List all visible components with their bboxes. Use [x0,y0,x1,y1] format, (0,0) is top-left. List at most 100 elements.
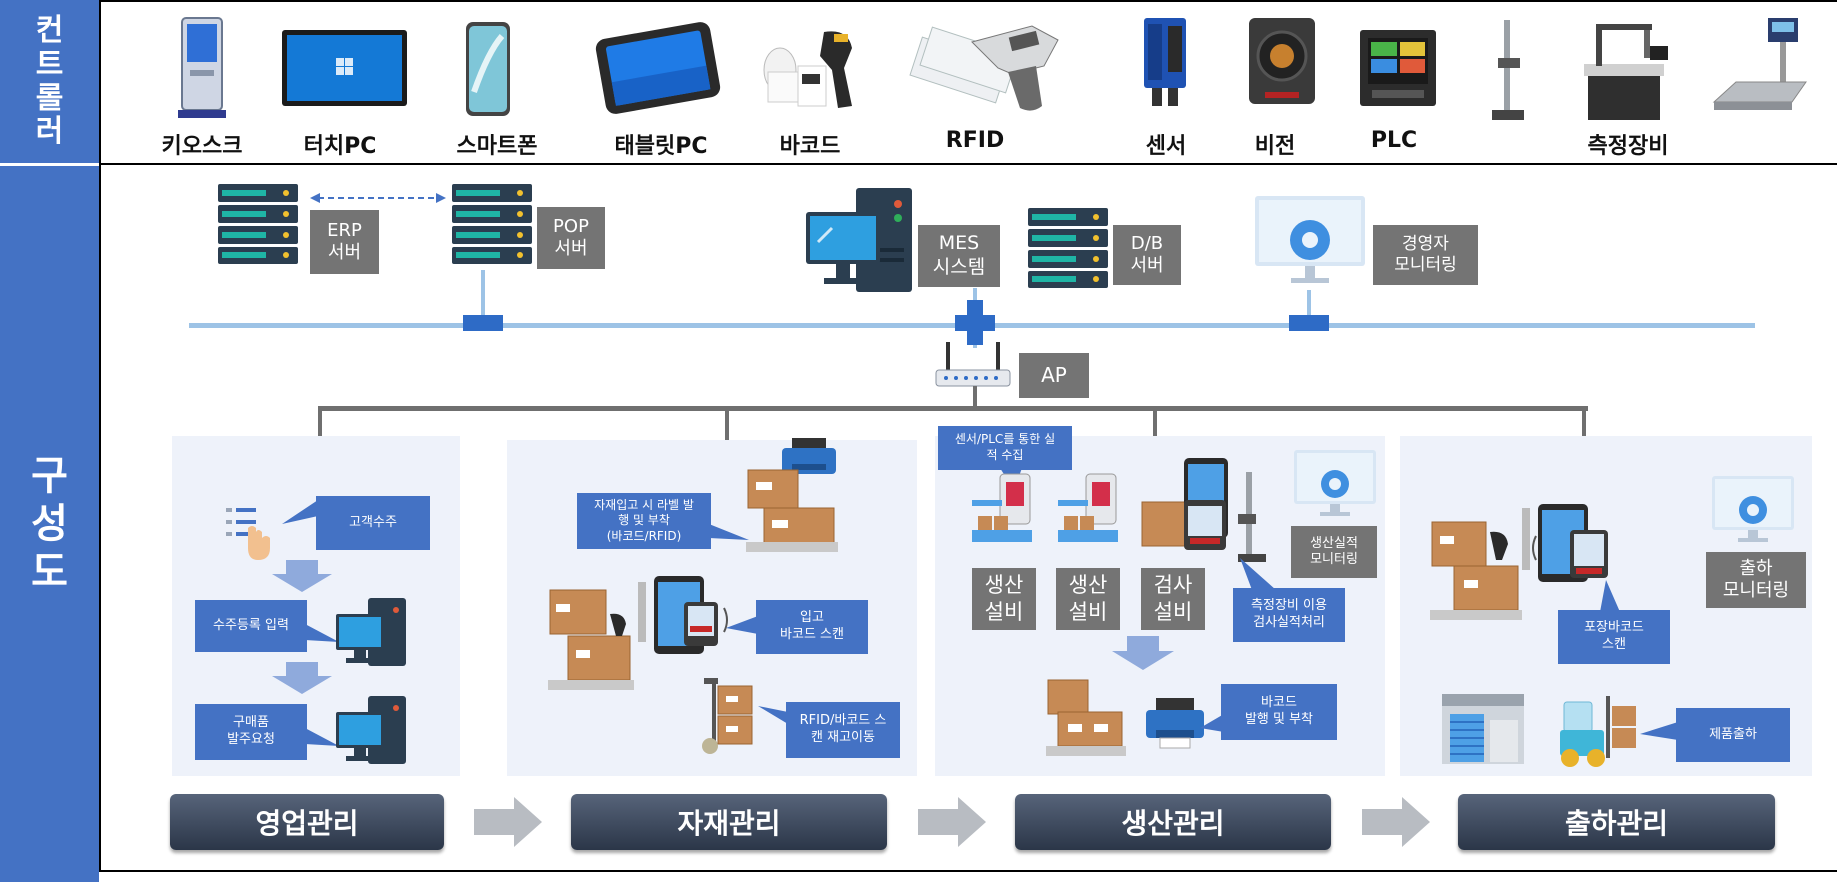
barcode-issue-callout: 바코드 발행 및 부착 [1221,684,1337,740]
callout-tail-product-ship [1640,722,1678,740]
frame-bottom [99,870,1837,872]
order-entry-callout: 수주등록 입력 [195,600,307,652]
shipping-monitor-icon [1712,476,1794,542]
inspect-process-callout: 측정장비 이용 검사실적처리 [1233,588,1345,642]
touch-order-icon [226,508,270,560]
rfid-reader-icon [909,25,1059,111]
barcode-printer-icon [1146,698,1204,749]
plc-icon [1360,30,1436,106]
callout-tail-order-entry [305,624,339,642]
erp-pop-link-arrow [310,193,446,203]
ceo-drop-line [1307,290,1311,325]
label-printer-pallet-icon [746,438,838,552]
tablet-scanner-icon [638,576,728,654]
callout-tail-customer-order [282,500,318,524]
vision-camera-icon [1249,18,1315,104]
kiosk-icon [178,17,226,118]
packing-tablet-scanner-icon [1532,504,1608,582]
stage-sales: 영업관리 [170,794,444,850]
erp-server-label: ERP 서버 [310,210,379,274]
callout-tail-inspect-process [1240,558,1276,590]
mes-computer-icon [806,188,912,292]
pop-server-icon [452,184,532,264]
stage-production: 생산관리 [1015,794,1331,850]
device-label-smartphone: 스마트폰 [456,134,538,159]
ap-label: AP [1019,353,1089,398]
db-server-label: D/B 서버 [1113,225,1181,285]
sidebar-architecture: 구성도 [0,166,99,882]
frame-top [99,0,1837,2]
device-label-vision: 비전 [1254,134,1296,159]
ap-drop-line [973,386,977,408]
distribution-bus [318,406,1588,411]
ap-router-icon [935,342,1011,387]
frame-divider [99,163,1837,165]
device-label-sensor: 센서 [1145,134,1187,159]
inspection-equipment-label: 검사 설비 [1141,568,1205,630]
callout-tail-stock-move [758,706,788,724]
callout-tail-pack-scan [1600,580,1620,612]
production-down-arrow [1112,636,1174,670]
product-ship-callout: 제품출하 [1676,708,1790,762]
pop-server-label: POP 서버 [537,207,605,269]
order-entry-computer-icon [336,598,406,666]
pack-scan-callout: 포장바코드 스캔 [1558,610,1670,664]
stage-arrow-1 [474,797,542,847]
stage-arrow-2 [918,797,986,847]
production-output-pallet-icon [1046,679,1126,756]
device-label-barcode: 바코드 [779,134,841,159]
stage-shipping: 출하관리 [1458,794,1775,850]
shipping-monitoring-label: 출하 모니터링 [1706,552,1806,608]
ceo-monitoring-label: 경영자 모니터링 [1373,225,1478,285]
hand-truck-icon [702,678,753,754]
production-machine-2-icon [1058,473,1118,542]
purchase-computer-icon [336,696,406,764]
device-label-plc: PLC [1370,128,1418,153]
receive-scan-callout: 입고 바코드 스캔 [756,600,868,654]
frame-left [99,0,101,872]
device-label-rfid: RFID [945,128,1005,153]
touch-pc-icon [282,30,407,106]
packing-pallet-icon [1430,508,1530,620]
callout-tail-label-attach [709,524,749,540]
ceo-monitor-icon [1255,196,1365,283]
measuring-machine-icon [1584,24,1668,120]
erp-server-icon [218,184,298,264]
production-result-monitor-label: 생산실적 모니터링 [1291,526,1377,578]
height-gauge-icon [1492,20,1524,120]
sensor-icon [1144,18,1186,106]
production-machine-1-icon [972,473,1032,542]
device-label-measuring: 측정장비 [1587,134,1669,159]
stage-material: 자재관리 [571,794,887,850]
device-label-touch-pc: 터치PC [303,134,377,159]
device-label-kiosk: 키오스크 [161,134,243,159]
sidebar-controller: 컨트롤러 [0,0,99,163]
callout-tail-receive-scan [726,616,758,634]
mes-junction-v [967,300,983,345]
production-equipment-2-label: 생산 설비 [1056,568,1120,630]
stage-arrow-3 [1362,797,1430,847]
sidebar-controller-label: 컨트롤러 [35,13,64,150]
device-label-tablet: 태블릿PC [614,134,708,159]
db-server-icon [1028,208,1108,288]
production-equipment-1-label: 생산 설비 [972,568,1036,630]
pop-junction [463,315,503,331]
receiving-pallet-icon [548,589,634,690]
weighing-scale-icon [1712,18,1807,110]
purchase-request-callout: 구매품 발주요청 [195,704,307,760]
stock-move-callout: RFID/바코드 스 캔 재고이동 [786,702,900,758]
label-attach-callout: 자재입고 시 라벨 발 행 및 부착 (바코드/RFID) [577,493,711,549]
callout-tail-barcode-issue [1200,714,1224,732]
pop-drop-line [481,270,485,325]
inspection-equipment-icon [1141,458,1266,562]
warehouse-icon [1442,694,1524,764]
tablet-icon [595,22,721,114]
sales-down-arrow-1 [272,560,332,592]
customer-order-callout: 고객수주 [316,496,430,550]
ceo-junction [1289,315,1329,331]
forklift-icon [1560,696,1636,767]
smartphone-icon [466,22,510,116]
production-monitor-icon [1294,450,1376,516]
mes-system-label: MES 시스템 [918,225,1000,287]
barcode-scanner-icon [763,31,852,109]
